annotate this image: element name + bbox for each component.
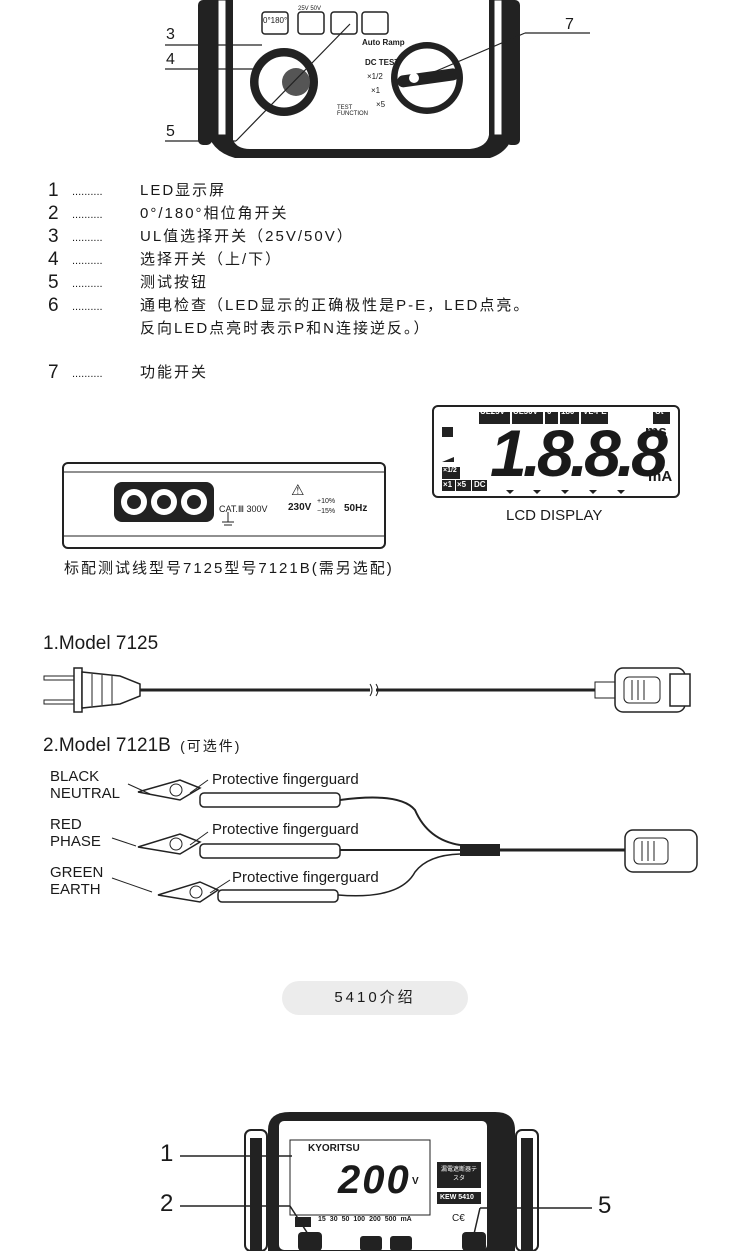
bottom-badge: 漏電遮断器テスタ (440, 1167, 477, 1182)
bottom-callout-5: 5 (598, 1192, 612, 1219)
socket-voltage: 230V (288, 502, 312, 513)
brand-logo: KYORITSU (308, 1143, 360, 1154)
callout-4: 4 (166, 51, 175, 68)
lcd-range-dc: DC (474, 480, 486, 489)
callout-5: 5 (166, 123, 175, 140)
bottom-model: KEW 5410 (440, 1194, 474, 1201)
lead-red-label: RED PHASE (50, 816, 101, 850)
bottom-scale: 15 30 50 100 200 500 mA (318, 1216, 412, 1223)
lead-green-label: GREEN EARTH (50, 864, 104, 898)
lcd-range-x5: ×5 (457, 480, 467, 489)
bottom-reading: 200 (338, 1158, 411, 1202)
socket-panel-illustration (62, 462, 386, 550)
legend-item: 5 .......... 测试按钮 (48, 272, 209, 293)
legend-item: 3 .......... UL值选择开关（25V/50V） (48, 226, 354, 247)
top-instrument-illustration (0, 0, 750, 175)
lcd-display-illustration (432, 405, 680, 498)
lcd-badge-ut: Ut (655, 407, 664, 416)
section-pill: 5410介绍 (282, 981, 468, 1015)
lcd-range-half: ×1/2 (443, 467, 457, 474)
lead-red-guard: Protective fingerguard (212, 821, 359, 838)
model-7121b-suffix: (可选件) (180, 738, 242, 754)
switch-label-test-function: TEST FUNCTION (337, 105, 368, 117)
lcd-badge: VL-PE (583, 407, 607, 416)
lcd-badge: UL25V (480, 407, 505, 416)
lcd-unit-ms: ms (645, 423, 667, 440)
model-7121b-illustration (40, 760, 705, 915)
lead-green-guard: Protective fingerguard (232, 869, 379, 886)
model-7121b-title-text: 2.Model 7121B (43, 735, 171, 756)
legend-list: 1 .......... LED显示屏 2 .......... 0°/180°… (48, 180, 668, 387)
socket-tol-minus: −15% (317, 508, 336, 515)
model-7125-title: 1.Model 7125 (43, 633, 159, 654)
model-7125-illustration (40, 662, 700, 720)
switch-label-ul: 25V 50V (298, 6, 322, 12)
socket-frequency: 50Hz (344, 503, 368, 514)
legend-item-6-continuation: 反向LED点亮时表示P和N连接逆反。） (140, 320, 431, 337)
lcd-digits: 1.8.8.8 (490, 416, 668, 490)
socket-tol-plus: +10% (317, 498, 336, 505)
lcd-badge: UL50V (513, 407, 538, 416)
bottom-instrument-illustration (0, 1110, 750, 1251)
bottom-callout-1: 1 (160, 1140, 174, 1167)
socket-cat-label: CAT.Ⅲ 300V (219, 504, 268, 514)
lcd-badge: 180° (561, 407, 578, 416)
switch-label-phase: 0°180° (263, 16, 288, 25)
legend-item: 4 .......... 选择开关（上/下） (48, 249, 283, 270)
lead-black-guard: Protective fingerguard (212, 771, 359, 788)
switch-label-x1: ×1 (371, 86, 381, 95)
lcd-unit-ma: mA (648, 468, 673, 485)
legend-item: 7 .......... 功能开关 (48, 362, 209, 383)
callout-3: 3 (166, 26, 175, 43)
lcd-caption: LCD DISPLAY (506, 507, 603, 524)
switch-label-half: ×1/2 (367, 72, 383, 81)
leads-caption: 标配测试线型号7125型号7121B(需另选配) (64, 560, 394, 577)
legend-item: 6 .......... 通电检查（LED显示的正确极性是P-E，LED点亮。 (48, 295, 531, 316)
callout-7: 7 (565, 16, 574, 33)
switch-label-auto-ramp: Auto Ramp (362, 38, 405, 47)
bottom-callout-2: 2 (160, 1190, 174, 1217)
switch-label-dc-test: DC TEST (365, 58, 400, 67)
bottom-unit: V (412, 1176, 419, 1187)
lcd-range-x1: ×1 (443, 480, 453, 489)
legend-item: 1 .......... LED显示屏 (48, 180, 227, 201)
switch-label-x5: ×5 (376, 100, 386, 109)
model-7121b-title: 2.Model 7121B (可选件) (43, 735, 241, 757)
ce-mark: C€ (452, 1213, 465, 1224)
lcd-badge: 0° (547, 407, 555, 416)
legend-item: 2 .......... 0°/180°相位角开关 (48, 203, 289, 224)
lead-black-label: BLACK NEUTRAL (50, 768, 121, 802)
warning-icon: ⚠ (291, 482, 305, 499)
